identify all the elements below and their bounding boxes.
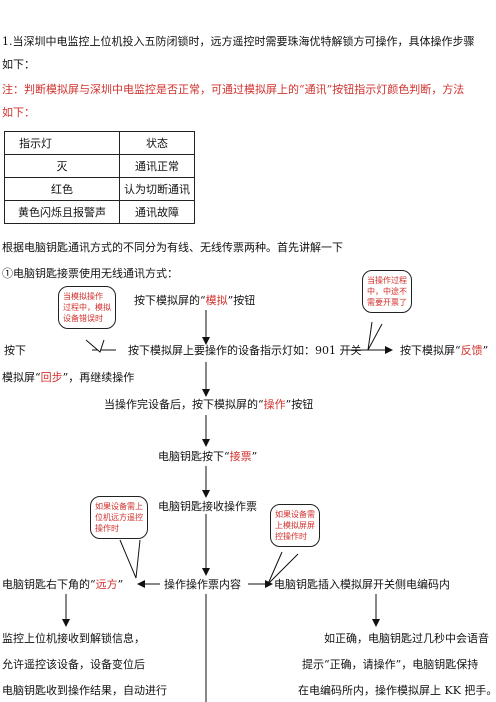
table-cell: 黄色闪烁且报警声	[4, 200, 120, 224]
right-post: ”	[482, 344, 489, 357]
table-header-cell: 指示灯	[4, 131, 120, 155]
left6-keyword: 远方	[95, 578, 118, 591]
bubble-line: 过程中，模拟	[63, 303, 111, 312]
back-post: ”，再继续操作	[62, 371, 135, 384]
bubble-line: 当模拟操作	[63, 292, 103, 301]
bubble1-tail	[85, 339, 105, 353]
flow-middle-step: 按下模拟屏上要操作的设备指示灯如：901 开关	[128, 344, 362, 357]
flow-step1: 按下模拟屏的“模拟”按钮	[134, 294, 255, 308]
table-row: 红色 认为切断通讯	[4, 177, 195, 201]
callout-bubble-screen-control: 如果设备需 上模拟屏屏 控操作时	[270, 504, 320, 547]
table-header-cell: 状态	[119, 131, 195, 155]
step3-post: ”按钮	[285, 398, 314, 411]
bubble-line: 需要开票了	[367, 298, 407, 307]
flow-step5: 电脑钥匙接收操作票	[158, 500, 257, 513]
left-block-line: 允许遥控该设备，设备变位后	[2, 658, 145, 671]
callout-bubble-cancel-ticket: 当操作过程 中，中途不 需要开票了	[362, 270, 412, 313]
table-cell: 红色	[4, 177, 120, 201]
flow-step4: 电脑钥匙按下“接票”	[158, 450, 257, 464]
left6-post: ”	[117, 578, 124, 591]
step3-keyword: 操作	[263, 398, 286, 411]
step1-keyword: 模拟	[205, 294, 228, 307]
bubble3-tail	[119, 539, 141, 579]
table-row: 黄色闪烁且报警声 通讯故障	[4, 200, 195, 224]
intro-line2: 如下：	[2, 58, 35, 71]
bubble-line: 操作时	[95, 524, 119, 533]
table-row: 灭 通讯正常	[4, 154, 195, 178]
bubble4-tail	[267, 551, 299, 585]
right-block-line: 在电编码所内，操作模拟屏上 KK 把手。	[298, 684, 496, 697]
step1-post: ”按钮	[227, 294, 256, 307]
bubble-line: 设备错误时	[63, 314, 103, 323]
bubble-line: 当操作过程	[367, 276, 407, 285]
flow-left6: 电脑钥匙右下角的“远方”	[2, 578, 123, 592]
note-line1: 注：判断模拟屏与深圳中电监控是否正常，可通过模拟屏上的“通讯”按钮指示灯颜色判断…	[2, 83, 465, 96]
bubble-line: 如果设备需	[275, 510, 315, 519]
right-block-line: 提示“正确，请操作”，电脑钥匙保持	[302, 658, 479, 671]
back-keyword: 回步	[40, 371, 63, 384]
table-header-row: 指示灯 状态	[4, 131, 195, 155]
table-cell: 通讯正常	[119, 154, 195, 178]
intro-line1: 1.当深圳中电监控上位机投入五防闭锁时，远方遥控时需要珠海优特解锁方可操作，具体…	[2, 35, 475, 48]
bubble-line: 中，中途不	[367, 287, 407, 296]
left-block-line: 电脑钥匙收到操作结果，自动进行	[2, 684, 167, 697]
bubble-line: 位机远方遥控	[95, 513, 143, 522]
bubble-line: 上模拟屏屏	[275, 521, 315, 530]
step4-post: ”	[251, 450, 258, 463]
flow-left-press: 按下	[4, 344, 26, 357]
table-cell: 认为切断通讯	[119, 177, 195, 201]
para2: ①电脑钥匙接票使用无线通讯方式：	[2, 267, 178, 280]
right-pre: 按下模拟屏“	[400, 344, 461, 357]
bubble-line: 控操作时	[275, 532, 307, 541]
step3-pre: 当操作完设备后，按下模拟屏的“	[104, 398, 264, 411]
flow-step6: 操作操作票内容	[164, 578, 241, 591]
step4-keyword: 接票	[229, 450, 252, 463]
flow-right-feedback: 按下模拟屏“反馈”	[400, 344, 488, 358]
back-pre: 模拟屏“	[2, 371, 41, 384]
para1: 根据电脑钥匙通讯方式的不同分为有线、无线传票两种。首先讲解一下	[2, 241, 343, 254]
right-keyword: 反馈	[460, 344, 483, 357]
table-cell: 灭	[4, 154, 120, 178]
flow-back-step: 模拟屏“回步”，再继续操作	[2, 371, 134, 385]
flow-right6: 电脑钥匙插入模拟屏开关侧电编码内	[274, 578, 450, 591]
note-line2: 如下：	[2, 106, 35, 119]
left-block-line: 监控上位机接收到解锁信息，	[2, 632, 145, 645]
step1-pre: 按下模拟屏的“	[134, 294, 206, 307]
status-table: 指示灯 状态 灭 通讯正常 红色 认为切断通讯 黄色闪烁且报警声 通讯故障	[4, 131, 195, 224]
table-cell: 通讯故障	[119, 200, 195, 224]
step4-pre: 电脑钥匙按下“	[158, 450, 230, 463]
bubble2-tail	[367, 321, 383, 351]
bubble-line: 如果设备需上	[95, 502, 143, 511]
callout-bubble-remote-control: 如果设备需上 位机远方遥控 操作时	[90, 496, 148, 539]
callout-bubble-simulation-error: 当模拟操作 过程中，模拟 设备错误时	[58, 286, 116, 329]
left6-pre: 电脑钥匙右下角的“	[2, 578, 96, 591]
right-block-line: 如正确，电脑钥匙过几秒中会语音	[324, 632, 489, 645]
flow-step3: 当操作完设备后，按下模拟屏的“操作”按钮	[104, 398, 313, 412]
